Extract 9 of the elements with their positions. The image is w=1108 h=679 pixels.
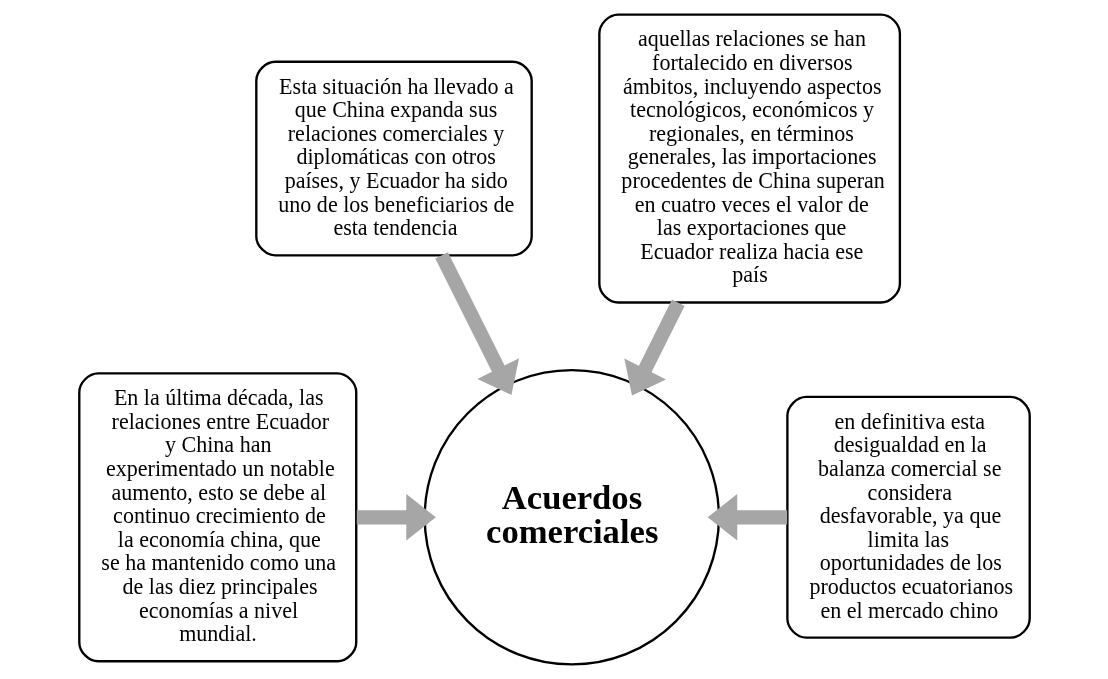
arrow — [356, 494, 436, 541]
node-box: aquellas relaciones se han fortalecido en diversos ámbitos, incluyendo aspectos tecnológicos, económicos y regionales, en términos generales, las importaciones procedentes de China superan en cuatro veces el valor de las exportaciones que Ecuador realiza hacia ese país — [597, 13, 901, 304]
arrow — [434, 252, 519, 395]
node-circle: Acuerdos comerciales — [423, 369, 720, 666]
node-box: Esta situación ha llevado a que China expanda sus relaciones comerciales y diplomáticas con otros países, y Ecuador ha sido uno de los beneficiarios de esta tendencia — [254, 60, 533, 257]
node-box: en definitiva esta desigualdad en la balanza comercial se considera desfavorable, ya que limita las oportunidades de los productos ecuatorianos en el mercado chino — [785, 395, 1031, 639]
arrow — [707, 494, 787, 541]
node-box: En la última década, las relaciones entre Ecuador y China han experimentado un notable aumento, esto se debe al continuo crecimiento de la economía china, que se ha mantenido como una de las diez principales economías a nivel mundial. — [77, 372, 357, 663]
arrow — [623, 299, 685, 396]
